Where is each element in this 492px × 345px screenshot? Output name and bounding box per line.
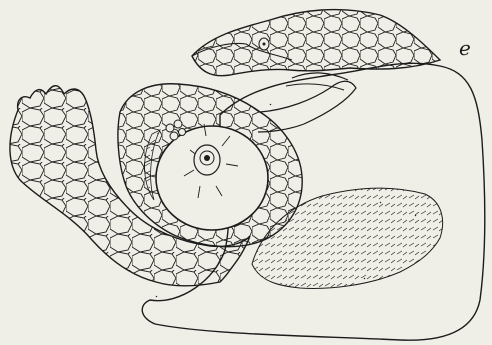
upper-cell-band: [192, 10, 440, 76]
inner-chamber: [156, 126, 268, 230]
figure-label: e: [459, 38, 471, 58]
